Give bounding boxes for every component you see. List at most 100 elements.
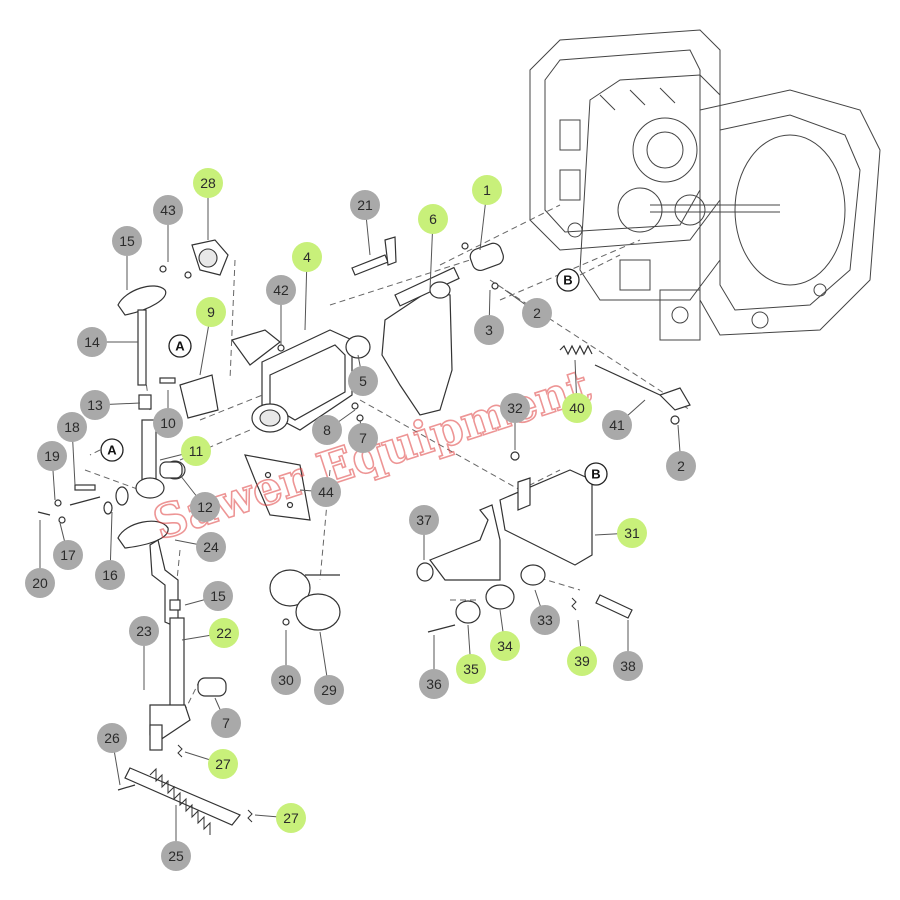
callout-bubble — [53, 540, 83, 570]
callout-10: 10 — [153, 390, 183, 438]
reference-circle: B — [556, 268, 580, 292]
callout-number: 27 — [283, 810, 299, 826]
callout-19: 19 — [37, 441, 67, 501]
callout-bubble — [348, 366, 378, 396]
callout-number: 2 — [533, 305, 541, 321]
callout-13: 13 — [80, 390, 141, 420]
clip-27 — [177, 744, 253, 823]
callout-43: 43 — [153, 195, 183, 262]
callout-number: 40 — [569, 400, 585, 416]
callout-bubble — [25, 568, 55, 598]
callout-20: 20 — [25, 520, 55, 598]
reference-markers: A A B B — [100, 268, 608, 486]
callout-number: 7 — [222, 715, 230, 731]
cam-29 — [269, 569, 341, 631]
callout-bubble — [500, 393, 530, 423]
callout-number: 7 — [359, 430, 367, 446]
callout-number: 17 — [60, 547, 76, 563]
callout-bubble — [95, 560, 125, 590]
upper-lever-handle — [117, 285, 167, 410]
callout-bubble — [567, 646, 597, 676]
callout-bubble — [181, 436, 211, 466]
callout-bubble — [312, 415, 342, 445]
callout-2: 2 — [504, 289, 552, 328]
callout-18: 18 — [57, 412, 87, 486]
bushing-1 — [461, 242, 504, 290]
callout-number: 33 — [537, 612, 553, 628]
callout-27: 27 — [254, 803, 306, 833]
callout-7: 7 — [348, 419, 378, 453]
callout-number: 15 — [210, 588, 226, 604]
washers-left — [37, 484, 129, 524]
spring-25 — [117, 767, 241, 835]
callout-29: 29 — [314, 631, 344, 705]
callout-42: 42 — [266, 275, 296, 345]
callout-16: 16 — [95, 511, 125, 590]
callout-6: 6 — [418, 204, 448, 291]
callout-number: 14 — [84, 334, 100, 350]
callout-bubble — [129, 616, 159, 646]
callout-24: 24 — [174, 532, 226, 562]
callout-11: 11 — [159, 436, 211, 466]
pin-21 — [351, 236, 397, 276]
callout-35: 35 — [456, 624, 486, 684]
reference-label: B — [591, 467, 600, 482]
reference-circle: B — [584, 462, 608, 486]
callout-bubble — [617, 518, 647, 548]
callout-bubble — [419, 669, 449, 699]
callout-number: 31 — [624, 525, 640, 541]
callout-number: 32 — [507, 400, 523, 416]
callout-bubble — [292, 242, 322, 272]
plate-44 — [244, 454, 311, 521]
reference-circle: A — [168, 334, 192, 358]
callout-bubble — [348, 423, 378, 453]
callout-23: 23 — [129, 616, 159, 690]
callout-bubble — [474, 315, 504, 345]
callout-27: 27 — [184, 749, 238, 779]
callout-bubble — [153, 408, 183, 438]
callout-bubble — [472, 175, 502, 205]
callout-number: 29 — [321, 682, 337, 698]
lower-lever-handle — [117, 520, 191, 751]
callout-number: 20 — [32, 575, 48, 591]
callout-number: 28 — [200, 175, 216, 191]
callout-bubble — [209, 618, 239, 648]
callout-8: 8 — [312, 409, 356, 445]
callout-number: 9 — [207, 304, 215, 320]
callout-bubble — [196, 532, 226, 562]
callout-1: 1 — [472, 175, 502, 251]
callout-bubble — [562, 393, 592, 423]
callout-number: 2 — [677, 458, 685, 474]
callout-bubble — [57, 412, 87, 442]
callout-number: 39 — [574, 653, 590, 669]
bracket-31 — [499, 451, 593, 566]
callout-2: 2 — [666, 424, 696, 481]
reference-label: B — [563, 273, 572, 288]
callout-5: 5 — [348, 354, 378, 396]
callout-bubble — [602, 410, 632, 440]
callout-bubble — [456, 654, 486, 684]
pivot-9 — [159, 374, 219, 419]
callout-22: 22 — [181, 618, 239, 648]
callout-36: 36 — [419, 635, 449, 699]
callout-bubble — [350, 190, 380, 220]
callout-bubble — [77, 327, 107, 357]
callout-number: 22 — [216, 625, 232, 641]
callout-number: 1 — [483, 182, 491, 198]
callout-30: 30 — [271, 630, 301, 695]
callout-bubble — [193, 168, 223, 198]
bushing-12 — [159, 461, 183, 479]
callout-number: 3 — [485, 322, 493, 338]
bracket-28 — [159, 239, 229, 279]
callout-bubble — [190, 492, 220, 522]
callout-number: 23 — [136, 623, 152, 639]
callout-33: 33 — [530, 589, 560, 635]
callout-bubble — [666, 451, 696, 481]
transmission-housing — [529, 29, 881, 341]
callout-bubble — [97, 723, 127, 753]
callout-34: 34 — [490, 609, 520, 661]
callout-4: 4 — [292, 242, 322, 331]
callout-41: 41 — [602, 399, 646, 440]
callout-number: 12 — [197, 499, 213, 515]
